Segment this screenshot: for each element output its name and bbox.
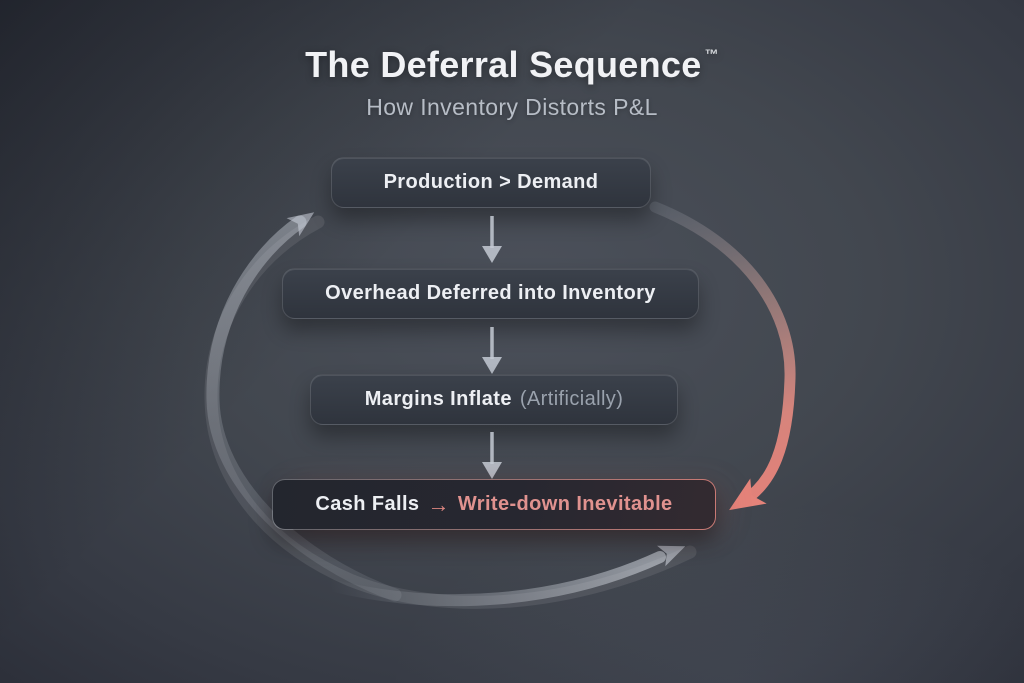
flow-step-accent-label: Write-down Inevitable — [457, 493, 673, 515]
flow-step-label: Margins Inflate — [364, 388, 512, 410]
page-subtitle: How Inventory Distorts P&L — [366, 94, 658, 120]
right-arrow-glyph: → — [427, 491, 450, 517]
flow-step-production-demand: Production > Demand — [331, 157, 651, 208]
down-arrow-icon — [482, 216, 502, 263]
flow-step-label: Overhead Deferred into Inventory — [325, 282, 656, 304]
flow-step-cash-falls-writedown: Cash Falls → Write-down Inevitable — [272, 479, 716, 530]
loop-arrow-right-icon — [324, 551, 666, 607]
flow-step-label: Production > Demand — [383, 171, 599, 193]
down-arrow-icon — [482, 327, 502, 374]
page-title-text: The Deferral Sequence — [305, 44, 702, 85]
loop-arrow-right-head — [657, 545, 686, 567]
flow-step-label: Cash Falls — [315, 493, 420, 515]
flow-step-margins-inflate: Margins Inflate (Artificially) — [310, 374, 678, 425]
flow-step-note: (Artificially) — [519, 388, 624, 410]
down-arrow-icon — [482, 432, 502, 479]
write-down-arrow-icon — [649, 201, 796, 506]
write-down-arrow-head — [729, 478, 767, 511]
trademark-symbol: ™ — [704, 46, 719, 62]
loop-arrow-up-head — [286, 212, 315, 237]
flow-step-overhead-deferred: Overhead Deferred into Inventory — [282, 268, 699, 319]
